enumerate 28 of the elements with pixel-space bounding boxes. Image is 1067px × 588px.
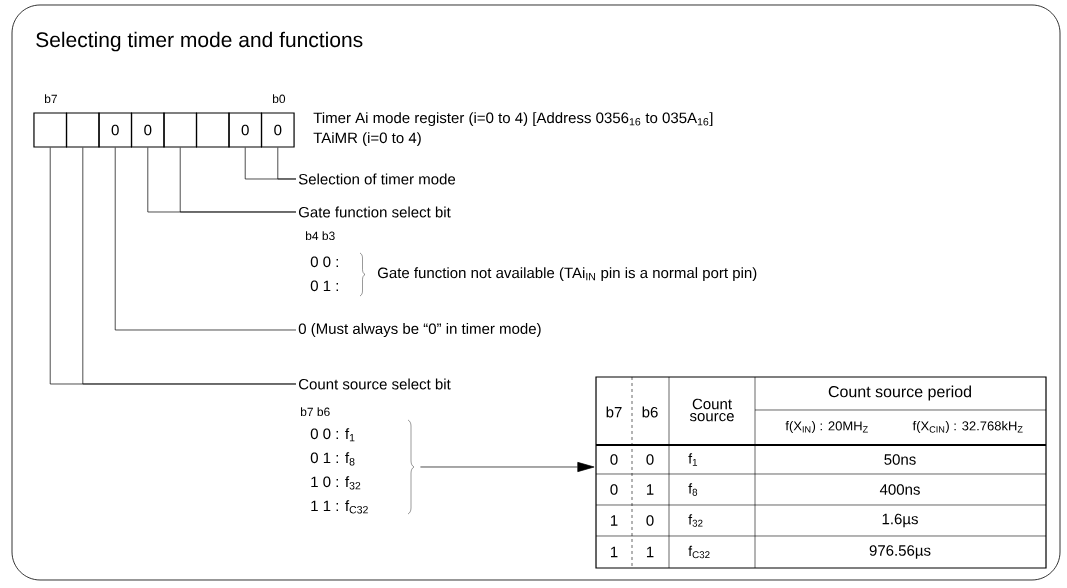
data-table: b7 b6 Count source Count source period f(X$_{IN}$) : 20MH$_{Z}$ f(X$_{CIN}$) : 32.768kH$_{Z}$ 0 0 f$_{1}$ 50ns 0 1 f$_{8}$ 400ns 1 0 f$_{32}$ 1.6µs 1 1 f$_{C32}$ 976.56µs xyxy=(595,376,1047,569)
bit-description: 0 (Must always be “0” in timer mode) xyxy=(298,323,541,337)
leader-line xyxy=(277,147,297,180)
bit-cell: 0 xyxy=(260,112,295,148)
bit-number: b7 xyxy=(45,94,57,104)
bit-cell: 0 xyxy=(98,112,133,148)
bit-cell: 0 xyxy=(228,112,263,148)
bit-cell xyxy=(163,112,198,148)
arrow xyxy=(420,462,595,472)
leader-line xyxy=(179,147,297,213)
bit-value: 0 0 : xyxy=(310,256,338,268)
title: Selecting timer mode and functions xyxy=(36,31,363,52)
bit-header: b7 b6 xyxy=(301,407,330,417)
bit-cell xyxy=(195,112,230,148)
bit-description: Selection of timer mode xyxy=(298,173,456,185)
register-name: Timer Ai mode register (i=0 to 4) [Address 0356$_{16}$ to 035A$_{16}$] xyxy=(313,112,713,127)
function-description: Gate function not available (TAi$_{IN}$ pin is a normal port pin) xyxy=(377,267,757,282)
bit-cell xyxy=(33,112,68,148)
bit-description: Gate function select bit xyxy=(298,206,451,218)
bit-cell: 0 xyxy=(130,112,165,148)
bit-header: b4 b3 xyxy=(306,231,335,241)
bit-number: b0 xyxy=(273,94,286,104)
bit-cell xyxy=(65,112,100,148)
leader-line xyxy=(114,147,297,331)
register-name: TAiMR (i=0 to 4) xyxy=(313,132,421,147)
bit-value: 0 1 : xyxy=(310,280,338,292)
bit-description: Count source select bit xyxy=(299,378,451,390)
count-source-list: 0 0 : f$_{1}$ 0 1 : f$_{8}$ 1 0 : f$_{32}$ 1 1 : f$_{C32}$ xyxy=(310,419,415,515)
